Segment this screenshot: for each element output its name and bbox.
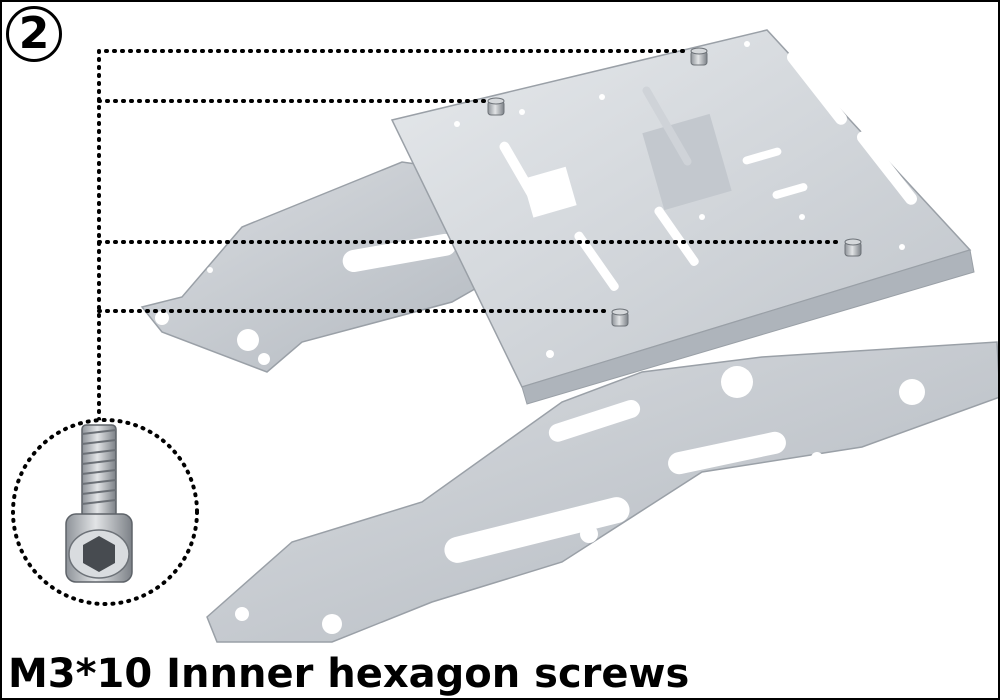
plate-screws (487, 47, 862, 327)
screw-top-left (487, 97, 505, 116)
leader-lines (97, 49, 842, 422)
screw-spec-caption: M3*10 Innner hexagon screws (8, 651, 690, 697)
lower-side-plate (206, 341, 998, 643)
step-number-text: 2 (18, 8, 50, 59)
screw-right (844, 238, 862, 257)
screw-top-right (690, 47, 708, 66)
screw-bottom (611, 308, 629, 327)
top-plate (390, 29, 975, 405)
hex-screw-icon (65, 424, 133, 583)
screw-callout (11, 418, 199, 606)
step-number-badge: 2 (6, 6, 62, 62)
